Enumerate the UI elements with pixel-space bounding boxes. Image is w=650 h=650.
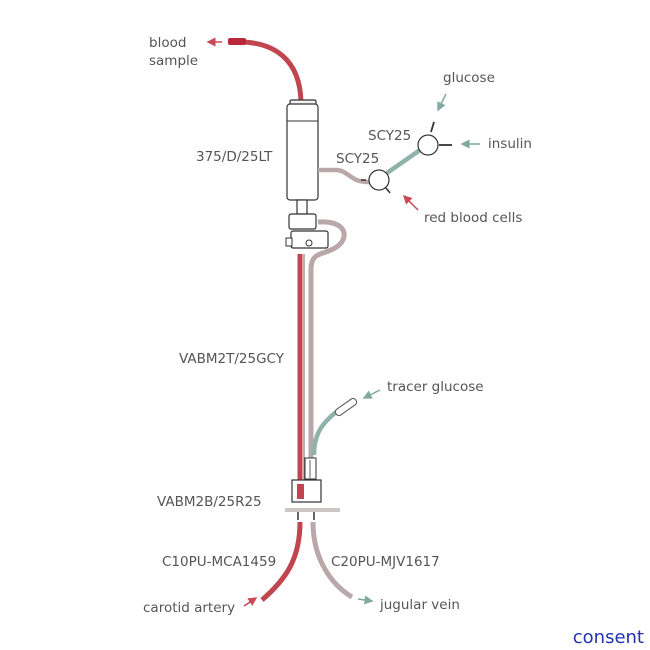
jugular-vein-label: jugular vein [379, 597, 460, 613]
blood-sample-tube [231, 39, 304, 103]
swivel-collar [288, 213, 317, 230]
carotid-artery-label: carotid artery [143, 600, 235, 616]
swivel-neck [296, 199, 308, 215]
jugular-vein-arrow [357, 595, 374, 605]
tracer-glucose-syringe [334, 397, 358, 417]
blood-sample-label-line1: blood [149, 35, 186, 51]
tracer-glucose-label: tracer glucose [387, 379, 484, 395]
catheter-venous-label: C20PU-MJV1617 [331, 554, 440, 570]
infusion-line-to-connectors [318, 167, 376, 185]
harness-lower-label: VABM2B/25R25 [157, 494, 262, 510]
harness-y-port [304, 457, 317, 480]
venous-line-upper [308, 219, 347, 478]
connector-link-tube [385, 148, 422, 175]
harness-upper-label: VABM2T/25GCY [179, 351, 285, 367]
blood-sample-label-line2: sample [149, 53, 198, 69]
glucose-label: glucose [443, 70, 495, 86]
red-blood-cells-arrow [402, 194, 419, 211]
connector-lower-label: SCY25 [336, 151, 379, 167]
blood-sample-tube-end [228, 38, 246, 45]
insulin-label: insulin [488, 136, 532, 152]
consent-link[interactable]: consent [572, 627, 644, 648]
glucose-arrow [437, 93, 447, 112]
connector-lower [368, 169, 390, 191]
catheter-arterial-label: C10PU-MCA1459 [162, 554, 276, 570]
connector-upper [417, 134, 439, 156]
tracer-glucose-arrow [362, 389, 381, 399]
harness-base-block [291, 479, 322, 503]
harness-plate [285, 508, 340, 512]
tracer-glucose-line [311, 410, 338, 456]
swivel-body [286, 103, 319, 201]
swivel-clamp-screw [305, 239, 313, 247]
red-blood-cells-label: red blood cells [424, 210, 522, 226]
venous-catheter [310, 521, 354, 600]
carotid-artery-arrow [243, 597, 258, 607]
connector-upper-label: SCY25 [368, 128, 411, 144]
arterial-catheter [260, 521, 303, 602]
swivel-model-label: 375/D/25LT [196, 149, 273, 165]
